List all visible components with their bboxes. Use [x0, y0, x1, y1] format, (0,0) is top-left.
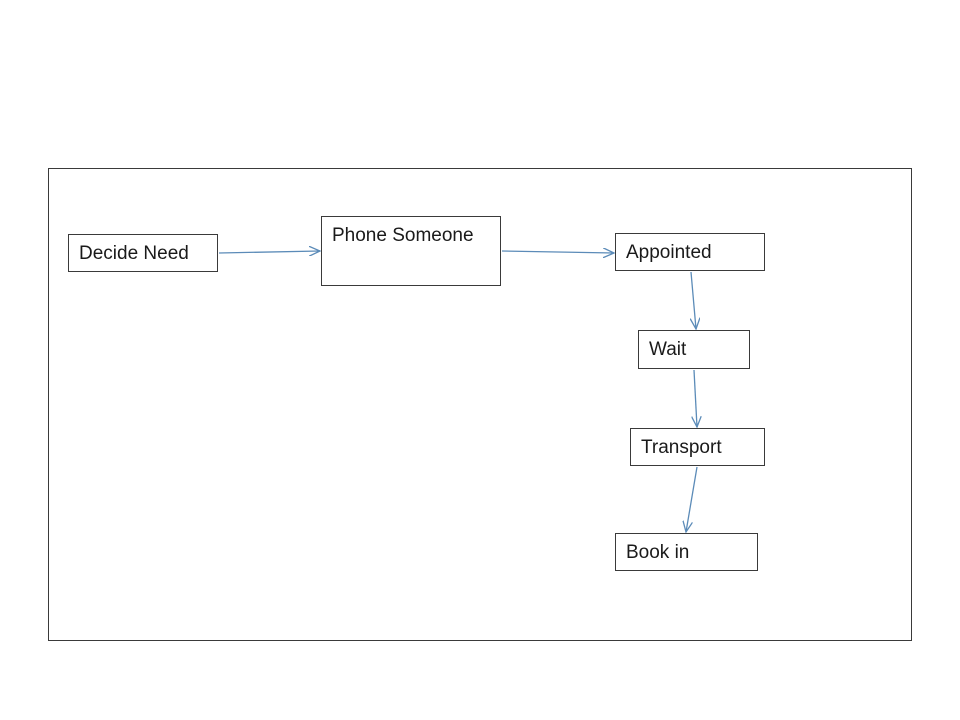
- node-transport-label: Transport: [641, 437, 722, 458]
- node-appointed-label: Appointed: [626, 242, 712, 263]
- node-phone-someone-label: Phone Someone: [332, 225, 474, 246]
- node-book-in: Book in: [615, 533, 758, 571]
- node-decide-need-label: Decide Need: [79, 243, 189, 264]
- node-phone-someone: Phone Someone: [321, 216, 501, 286]
- node-transport: Transport: [630, 428, 765, 466]
- diagram-frame: [48, 168, 912, 641]
- node-appointed: Appointed: [615, 233, 765, 271]
- node-decide-need: Decide Need: [68, 234, 218, 272]
- node-book-in-label: Book in: [626, 542, 690, 563]
- node-wait-label: Wait: [649, 339, 687, 360]
- node-wait: Wait: [638, 330, 750, 369]
